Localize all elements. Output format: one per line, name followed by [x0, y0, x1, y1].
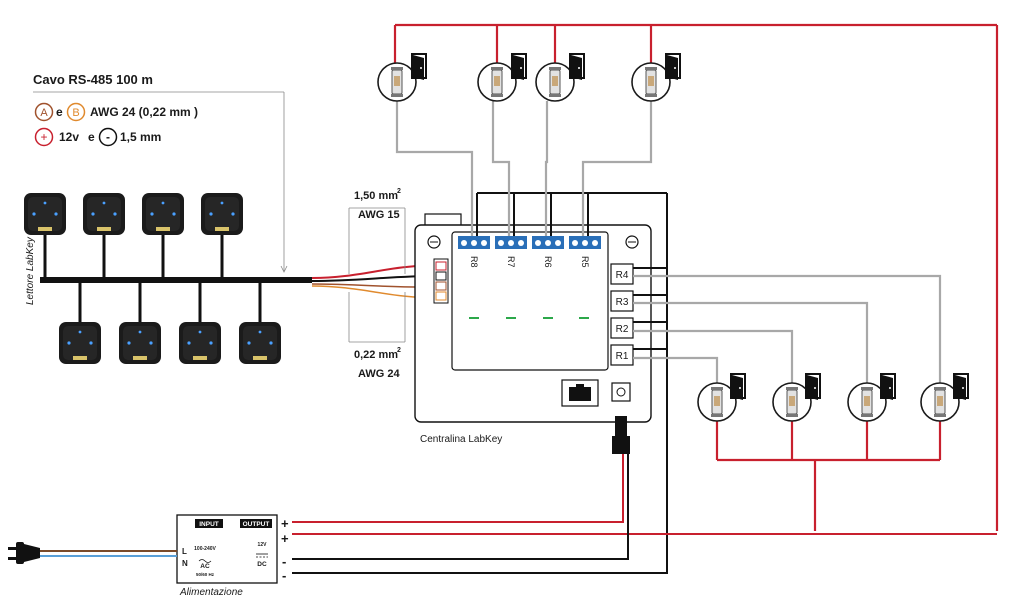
door-icon [953, 373, 969, 401]
legend-12v: 12v [59, 130, 79, 144]
reader-device [179, 322, 221, 364]
minus-label: - [106, 130, 110, 144]
psu-minus-1: - [282, 554, 286, 569]
relay-label-R7: R7 [506, 256, 516, 268]
wire-a-label: A [40, 107, 48, 119]
lock-icon [535, 62, 575, 102]
relay-terminal-R5 [569, 236, 601, 249]
door-icon [511, 53, 527, 81]
door-icon [880, 373, 896, 401]
top-red-wires [393, 23, 999, 531]
side-black-wires [633, 193, 668, 560]
relay-label-R6: R6 [543, 256, 553, 268]
psu-input-range: 100-240V [194, 546, 216, 552]
relay-terminal-R8 [458, 236, 490, 249]
wire-bottom-awg: AWG 24 [358, 368, 400, 380]
relay-label-R1: R1 [616, 351, 629, 362]
psu-freq: 50/60 Hz [196, 572, 215, 577]
legend-spec-15: 1,5 mm [120, 130, 161, 144]
psu-caption: Alimentazione [179, 587, 243, 598]
wire-top-section: 1,50 mm [354, 190, 398, 202]
wire-top-awg: AWG 15 [358, 209, 400, 221]
readers-label: Lettore LabKey [25, 236, 36, 305]
psu-input-label: INPUT [199, 521, 219, 528]
psu-dc: DC [257, 561, 267, 568]
lock-icon [377, 62, 417, 102]
side-relay-boxes [610, 263, 634, 366]
wire-bottom-sup: 2 [397, 347, 401, 354]
mains-plug-icon [8, 542, 40, 564]
mains-cable [40, 550, 177, 557]
plus-label: + [40, 130, 47, 144]
door-icon [411, 53, 427, 81]
door-icon [730, 373, 746, 401]
psu-ac: AC [200, 563, 210, 570]
minus-badge [98, 127, 118, 147]
cable-title: Cavo RS-485 100 m [33, 72, 153, 87]
psu-plus-2: + [281, 531, 289, 546]
relay-label-R3: R3 [616, 297, 629, 308]
lock-icon [477, 62, 517, 102]
legend-spec-awg24: AWG 24 (0,22 mm ) [90, 105, 198, 119]
wire-b-label: B [72, 107, 79, 119]
psu-l-label: L [182, 547, 187, 556]
controller-unit [414, 213, 652, 454]
reader-device [239, 322, 281, 364]
door-icon [569, 53, 585, 81]
reader-device [119, 322, 161, 364]
bottom-red-wires [715, 420, 942, 531]
side-gray-wires [633, 274, 942, 385]
legend-conj-1: e [56, 105, 63, 119]
wire-bottom-section: 0,22 mm [354, 349, 398, 361]
legend-arrow [280, 265, 288, 273]
relay-label-R4: R4 [616, 270, 629, 281]
psu-plus-1: + [281, 516, 289, 531]
door-icon [805, 373, 821, 401]
relay-label-R2: R2 [616, 324, 629, 335]
reader-device [201, 193, 243, 235]
reader-device [83, 193, 125, 235]
relay-terminal-R7 [495, 236, 527, 249]
wire-b-badge [66, 102, 86, 122]
reader-device [24, 193, 66, 235]
psu-output-wires [292, 454, 997, 574]
reader-drops-bottom [78, 280, 262, 325]
reader-device [142, 193, 184, 235]
relay-label-R8: R8 [469, 256, 479, 268]
door-icon [665, 53, 681, 81]
psu-minus-2: - [282, 568, 286, 583]
psu-output-label: OUTPUT [243, 521, 270, 528]
psu-n-label: N [182, 559, 188, 568]
power-supply-unit [176, 514, 278, 584]
plus-badge [34, 127, 54, 147]
relay-terminal-R6 [532, 236, 564, 249]
lock-icon [631, 62, 671, 102]
reader-device [59, 322, 101, 364]
wire-top-sup: 2 [397, 188, 401, 195]
relay-label-R5: R5 [580, 256, 590, 268]
legend-conj-2: e [88, 130, 95, 144]
controller-label: Centralina LabKey [420, 434, 502, 445]
reader-drops-top [43, 235, 224, 280]
wire-a-badge [34, 102, 54, 122]
psu-dc-voltage: 12V [258, 542, 268, 548]
top-gray-wires [395, 101, 653, 236]
